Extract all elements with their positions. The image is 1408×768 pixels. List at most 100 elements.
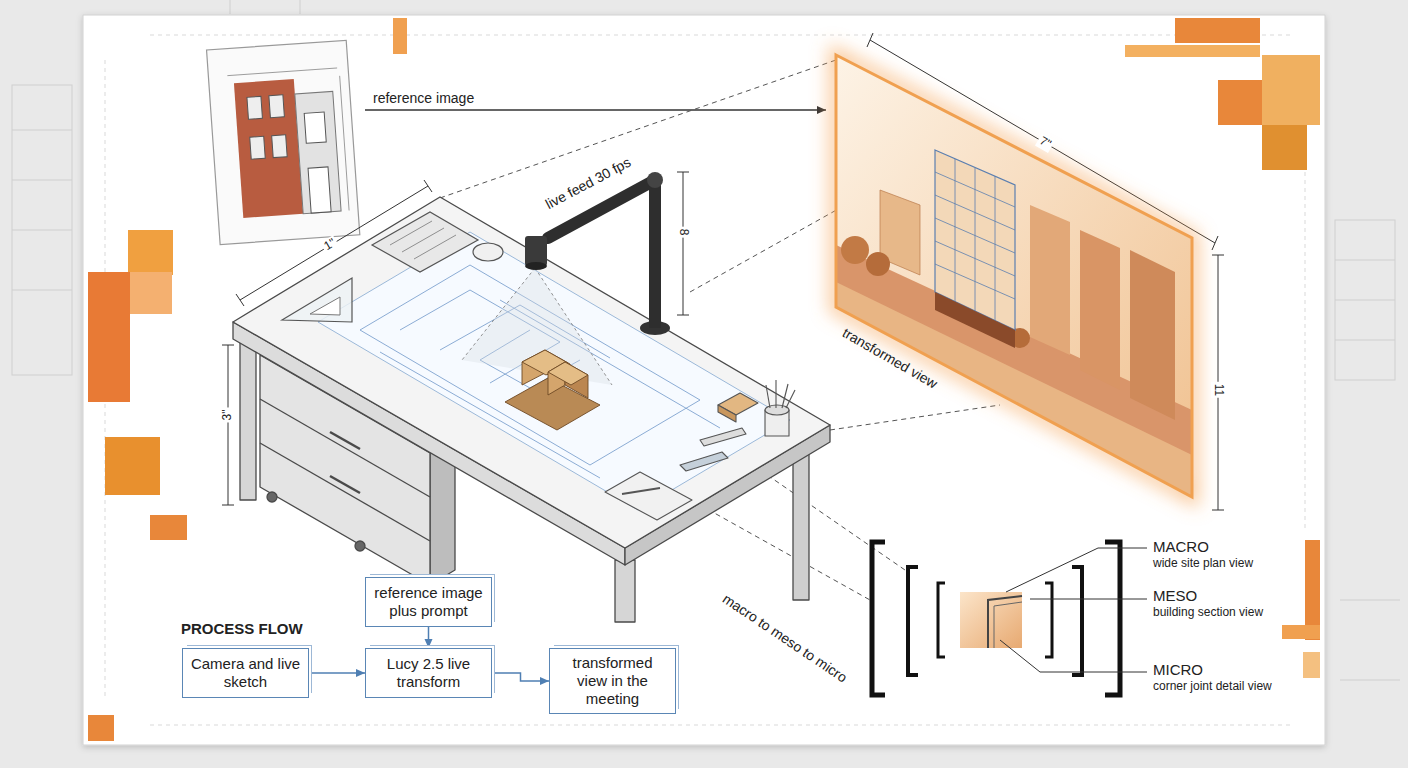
scale-description: corner joint detail view — [1153, 680, 1272, 694]
frame-lines — [150, 725, 1290, 726]
background-sketch — [1340, 680, 1400, 681]
transformed-view-panel — [1030, 205, 1070, 355]
wooden-model — [505, 350, 600, 430]
reference-poster — [234, 79, 303, 218]
paper-card — [83, 15, 1325, 745]
background-sketch — [1335, 340, 1395, 341]
camera-cone — [462, 268, 612, 385]
blueprint-sheet — [360, 265, 720, 478]
reference-poster — [308, 167, 331, 213]
desk-accessories — [718, 405, 736, 422]
desk-accessories — [605, 472, 692, 520]
desk-accessories — [766, 385, 770, 408]
reference-arrow — [365, 109, 826, 110]
tablet — [473, 243, 503, 261]
orange-accent-blocks — [88, 18, 1320, 741]
transformed-view-panel — [995, 176, 996, 320]
transformed-view-panel — [1080, 230, 1120, 390]
drafting-desk — [233, 197, 830, 622]
desk-accessories — [775, 380, 776, 408]
frame-lines — [150, 35, 1290, 36]
section-heading: PROCESS FLOW — [181, 620, 303, 637]
dimension-lines — [1212, 510, 1224, 511]
background-sketch — [12, 180, 72, 181]
dimension-lines — [683, 172, 684, 315]
box-text: Lucy 2.5 live transform — [372, 655, 485, 691]
leader-lines — [1000, 548, 1147, 672]
orange-accent-blocks — [1303, 652, 1320, 678]
tablet — [390, 221, 456, 259]
projection-lines — [830, 405, 1000, 430]
projection-lines — [700, 505, 870, 600]
box-text: transformed view in the meeting — [556, 654, 669, 708]
projection-lines — [760, 470, 905, 570]
dimension-lines — [867, 33, 873, 47]
reference-poster — [247, 96, 263, 119]
orange-accent-blocks — [1218, 80, 1263, 125]
transformed-view-panel — [836, 55, 1192, 497]
background-sketch — [12, 230, 72, 231]
tablet — [372, 212, 503, 272]
camera-cone — [462, 268, 535, 360]
background-sketch — [12, 290, 72, 291]
drafting-desk — [330, 476, 360, 493]
process-box: Lucy 2.5 live transform — [365, 648, 492, 698]
background-sketch — [230, 0, 231, 14]
transformed-view-panel — [836, 55, 1192, 497]
background-sketch — [300, 0, 301, 14]
background-sketch — [1340, 600, 1400, 601]
camera-arm — [525, 262, 547, 270]
transformed-view-panel — [975, 168, 976, 311]
drafting-desk — [793, 440, 809, 600]
leader-lines — [1006, 548, 1147, 592]
background-sketch — [12, 85, 72, 375]
leader-lines — [1030, 599, 1147, 600]
scale-name: MICRO — [1153, 661, 1203, 678]
background-sketch — [1335, 220, 1395, 380]
drafting-desk — [615, 560, 635, 622]
leader-lines — [1000, 640, 1147, 672]
desk-accessories — [622, 488, 660, 494]
desk-accessories — [605, 380, 795, 520]
dimension-lines — [677, 315, 689, 316]
background-sketch — [1335, 300, 1395, 301]
drafting-desk — [233, 197, 830, 548]
orange-accent-blocks — [1262, 125, 1307, 170]
orange-accent-blocks — [393, 18, 407, 54]
orange-accent-blocks — [88, 715, 114, 741]
dimension-lines — [677, 172, 689, 173]
corner-detail — [994, 602, 1022, 648]
orange-accent-blocks — [150, 515, 187, 540]
box-text: Camera and live sketch — [189, 655, 302, 691]
camera-arm — [525, 236, 547, 266]
tablet — [402, 228, 444, 252]
process-box: reference image plus prompt — [365, 577, 492, 627]
orange-accent-blocks — [1125, 45, 1260, 57]
reference-poster — [340, 76, 349, 211]
scale-description: wide site plan view — [1153, 557, 1253, 571]
triangle-ruler — [282, 278, 352, 322]
reference-poster — [269, 95, 285, 118]
frame-lines — [105, 35, 1305, 725]
corner-detail — [960, 592, 1022, 648]
triangle-ruler — [282, 278, 352, 322]
dimension-lines — [228, 345, 229, 505]
dimension-lines — [1212, 236, 1218, 250]
transformed-view-panel — [955, 159, 956, 302]
dimension-label: 11 — [1211, 382, 1225, 398]
desk-accessories — [680, 452, 728, 471]
orange-accent-blocks — [128, 230, 173, 275]
scale-brackets — [872, 542, 885, 695]
dimension-label: 8 — [676, 227, 690, 238]
dimension-lines — [222, 505, 234, 506]
tablet — [414, 235, 456, 259]
orange-accent-blocks — [105, 437, 160, 495]
background-sketch — [12, 130, 72, 131]
reference-poster — [207, 40, 360, 244]
blueprint-sheet — [318, 232, 790, 510]
camera-cone — [462, 268, 612, 385]
scale-brackets — [1045, 583, 1052, 657]
orange-accent-blocks — [130, 272, 172, 314]
camera-arm — [647, 172, 663, 188]
